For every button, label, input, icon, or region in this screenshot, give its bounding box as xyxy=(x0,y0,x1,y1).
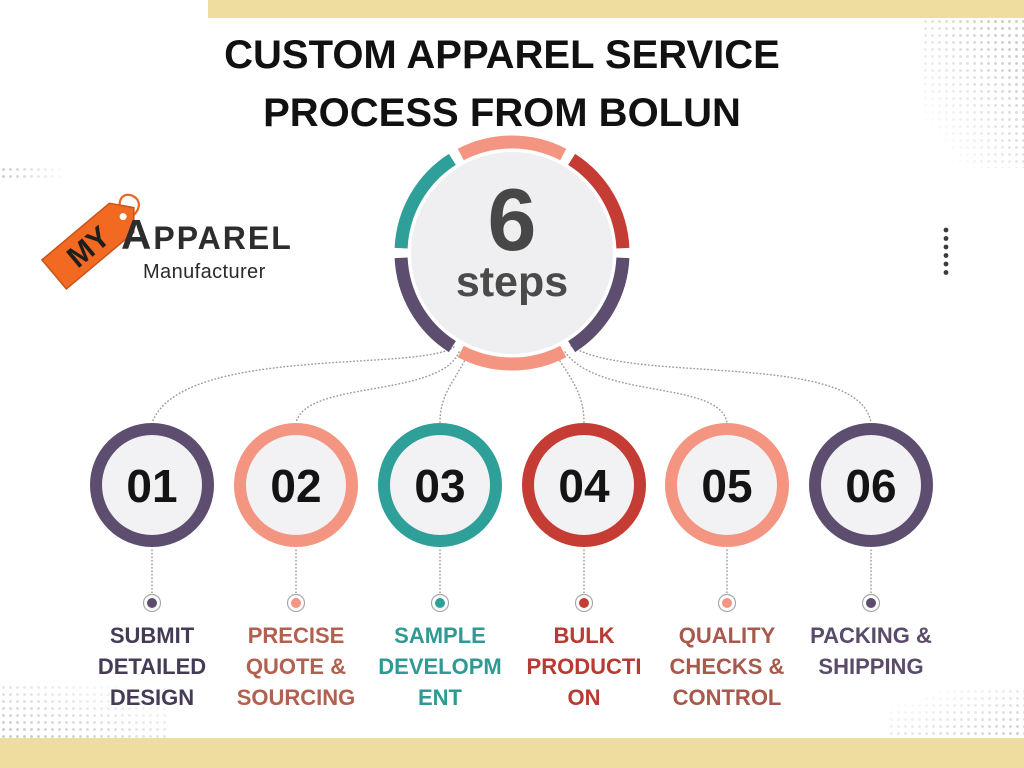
connector-step-05 xyxy=(564,351,728,424)
dot xyxy=(943,261,949,267)
step-label-line: SAMPLE xyxy=(394,623,486,648)
step-06: 06 PACKING & SHIPPING xyxy=(809,423,933,679)
step-label-line: SOURCING xyxy=(237,685,356,710)
step-number: 05 xyxy=(701,460,752,512)
step-label-line: PRODUCTI xyxy=(527,654,642,679)
hub-ring-segment xyxy=(394,153,456,249)
step-ring xyxy=(234,423,358,547)
step-label: BULK PRODUCTI ON xyxy=(527,623,642,710)
dot-pattern-bottom-left xyxy=(0,684,170,738)
step-marker-dot xyxy=(722,598,732,608)
step-04: 04 BULK PRODUCTI ON xyxy=(522,423,646,710)
bottom-accent-bar xyxy=(0,738,1024,768)
connector-step-03 xyxy=(439,357,467,424)
step-label-line: SHIPPING xyxy=(818,654,923,679)
step-05: 05 QUALITY CHECKS & CONTROL xyxy=(665,423,789,710)
hub-ring-segment xyxy=(457,345,567,371)
step-label: PRECISE QUOTE & SOURCING xyxy=(237,623,356,710)
step-label-line: QUOTE & xyxy=(246,654,346,679)
decorative-dot-column xyxy=(943,227,949,275)
dot-pattern-top-right xyxy=(922,18,1024,168)
hub-ring-segment xyxy=(568,153,630,249)
hub-inner-disc xyxy=(411,152,613,354)
hub-step-label: steps xyxy=(456,258,568,306)
step-ring xyxy=(522,423,646,547)
step-marker-dot xyxy=(435,598,445,608)
connector-step-02 xyxy=(295,351,460,424)
hub-ring-segment xyxy=(568,257,630,353)
step-number: 02 xyxy=(270,460,321,512)
step-label-line: DESIGN xyxy=(110,685,194,710)
step-label-line: QUALITY xyxy=(679,623,776,648)
step-label: PACKING & SHIPPING xyxy=(810,623,932,679)
price-tag-icon xyxy=(40,202,135,291)
step-ring xyxy=(378,423,502,547)
logo-tagline: Manufacturer xyxy=(143,261,266,283)
step-label-line: ON xyxy=(568,685,601,710)
step-label-line: SUBMIT xyxy=(110,623,195,648)
hub: 6 steps xyxy=(394,135,630,371)
step-ring xyxy=(809,423,933,547)
step-label-line: DEVELOPM xyxy=(378,654,501,679)
dot-pattern-left xyxy=(0,166,70,180)
connector-step-01 xyxy=(151,346,455,424)
logo-brand-text: APPAREL xyxy=(121,211,293,258)
tag-hole xyxy=(119,213,127,221)
step-number: 03 xyxy=(414,460,465,512)
hub-ring-segment xyxy=(457,135,567,161)
step-ring xyxy=(665,423,789,547)
step-marker-dot xyxy=(291,598,301,608)
step-ring xyxy=(90,423,214,547)
step-02: 02 PRECISE QUOTE & SOURCING xyxy=(234,423,358,710)
step-label-line: PRECISE xyxy=(248,623,345,648)
step-03: 03 SAMPLE DEVELOPM ENT xyxy=(378,423,502,710)
hub-connectors xyxy=(151,345,872,424)
dot xyxy=(943,270,949,275)
title-line-2: PROCESS FROM BOLUN xyxy=(263,91,741,135)
hub-ring xyxy=(394,135,630,371)
step-label: QUALITY CHECKS & CONTROL xyxy=(670,623,785,710)
step-label-line: ENT xyxy=(418,685,463,710)
hub-step-count: 6 xyxy=(488,170,537,269)
connector-step-04 xyxy=(557,357,585,424)
dot xyxy=(943,253,949,258)
step-label: SAMPLE DEVELOPM ENT xyxy=(378,623,501,710)
step-label-line: CHECKS & xyxy=(670,654,785,679)
step-number: 04 xyxy=(558,460,610,512)
step-marker-dot xyxy=(866,598,876,608)
connector-step-06 xyxy=(570,345,872,424)
step-label-line: BULK xyxy=(553,623,614,648)
step-label: SUBMIT DETAILED DESIGN xyxy=(98,623,206,710)
top-accent-bar xyxy=(208,0,1024,18)
step-01: 01 SUBMIT DETAILED DESIGN xyxy=(90,423,214,710)
step-marker-dot xyxy=(147,598,157,608)
step-marker-dot xyxy=(579,598,589,608)
step-label-line: DETAILED xyxy=(98,654,206,679)
title-line-1: CUSTOM APPAREL SERVICE xyxy=(224,33,780,77)
dot xyxy=(943,244,949,250)
page-title: CUSTOM APPAREL SERVICE PROCESS FROM BOLU… xyxy=(0,26,1004,142)
step-label-line: CONTROL xyxy=(673,685,782,710)
hub-ring-segment xyxy=(394,257,456,353)
dot-pattern-bottom-right xyxy=(888,688,1024,738)
step-number: 06 xyxy=(845,460,896,512)
dot xyxy=(943,236,949,241)
dot xyxy=(943,227,949,233)
step-label-line: PACKING & xyxy=(810,623,932,648)
step-number: 01 xyxy=(126,460,177,512)
